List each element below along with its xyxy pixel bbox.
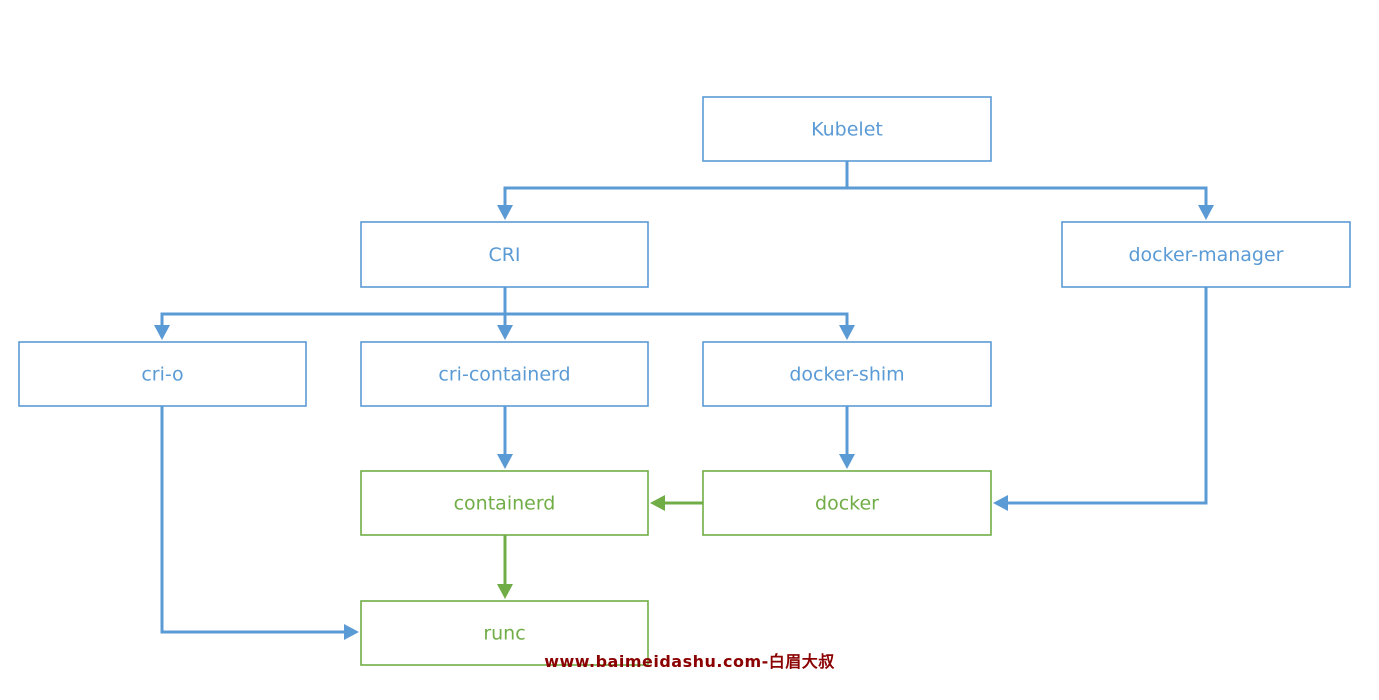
edge-docker-to-containerd [650, 495, 703, 511]
node-label: cri-containerd [438, 364, 570, 386]
edge-line [503, 161, 849, 205]
arrowhead-icon [839, 454, 855, 469]
node-cri-o: cri-o [18, 341, 307, 407]
edge-docker-shim-to-docker [839, 406, 855, 469]
arrowhead-icon [650, 495, 665, 511]
node-runc: runc [360, 600, 649, 666]
node-label: docker [815, 493, 879, 515]
arrowhead-icon [497, 325, 513, 340]
node-box [360, 600, 649, 666]
arrowhead-icon [344, 624, 359, 640]
node-docker-manager: docker-manager [1061, 221, 1351, 288]
node-box [360, 341, 649, 407]
edge-line [160, 406, 344, 634]
edge-cri-containerd-to-containerd [497, 406, 513, 469]
arrowhead-icon [1198, 205, 1214, 220]
node-box [702, 341, 992, 407]
node-containerd: containerd [360, 470, 649, 536]
edge-line [1008, 287, 1208, 505]
node-box [702, 470, 992, 536]
node-label: docker-shim [789, 364, 904, 386]
arrowhead-icon [993, 495, 1008, 511]
watermark-text: www.baimeidashu.com-白眉大叔 [544, 652, 835, 671]
node-box [360, 470, 649, 536]
edge-kubelet-to-docker-manager [845, 161, 1214, 220]
edge-containerd-to-runc [497, 535, 513, 599]
node-box [18, 341, 307, 407]
arrowhead-icon [154, 325, 170, 340]
edges-layer [154, 161, 1214, 640]
node-cri: CRI [360, 221, 649, 288]
edge-docker-manager-to-docker [993, 287, 1208, 511]
node-docker-shim: docker-shim [702, 341, 992, 407]
node-cri-containerd: cri-containerd [360, 341, 649, 407]
arrowhead-icon [497, 584, 513, 599]
arrowhead-icon [497, 454, 513, 469]
node-label: Kubelet [811, 119, 883, 141]
edge-cri-to-cri-o [154, 287, 507, 340]
edge-line [845, 161, 1208, 205]
arrowhead-icon [839, 325, 855, 340]
node-label: cri-o [141, 364, 183, 386]
node-box [702, 96, 992, 162]
node-kubelet: Kubelet [702, 96, 992, 162]
node-label: CRI [488, 244, 520, 266]
arrowhead-icon [497, 205, 513, 220]
node-box [1061, 221, 1351, 288]
edge-line [503, 287, 849, 325]
node-label: docker-manager [1129, 244, 1284, 266]
edge-cri-o-to-runc [160, 406, 359, 640]
edge-line [160, 287, 507, 325]
node-label: containerd [454, 493, 556, 515]
node-docker: docker [702, 470, 992, 536]
node-box [360, 221, 649, 288]
node-label: runc [483, 623, 525, 645]
edge-cri-to-docker-shim [503, 287, 855, 340]
edge-kubelet-to-cri [497, 161, 849, 220]
